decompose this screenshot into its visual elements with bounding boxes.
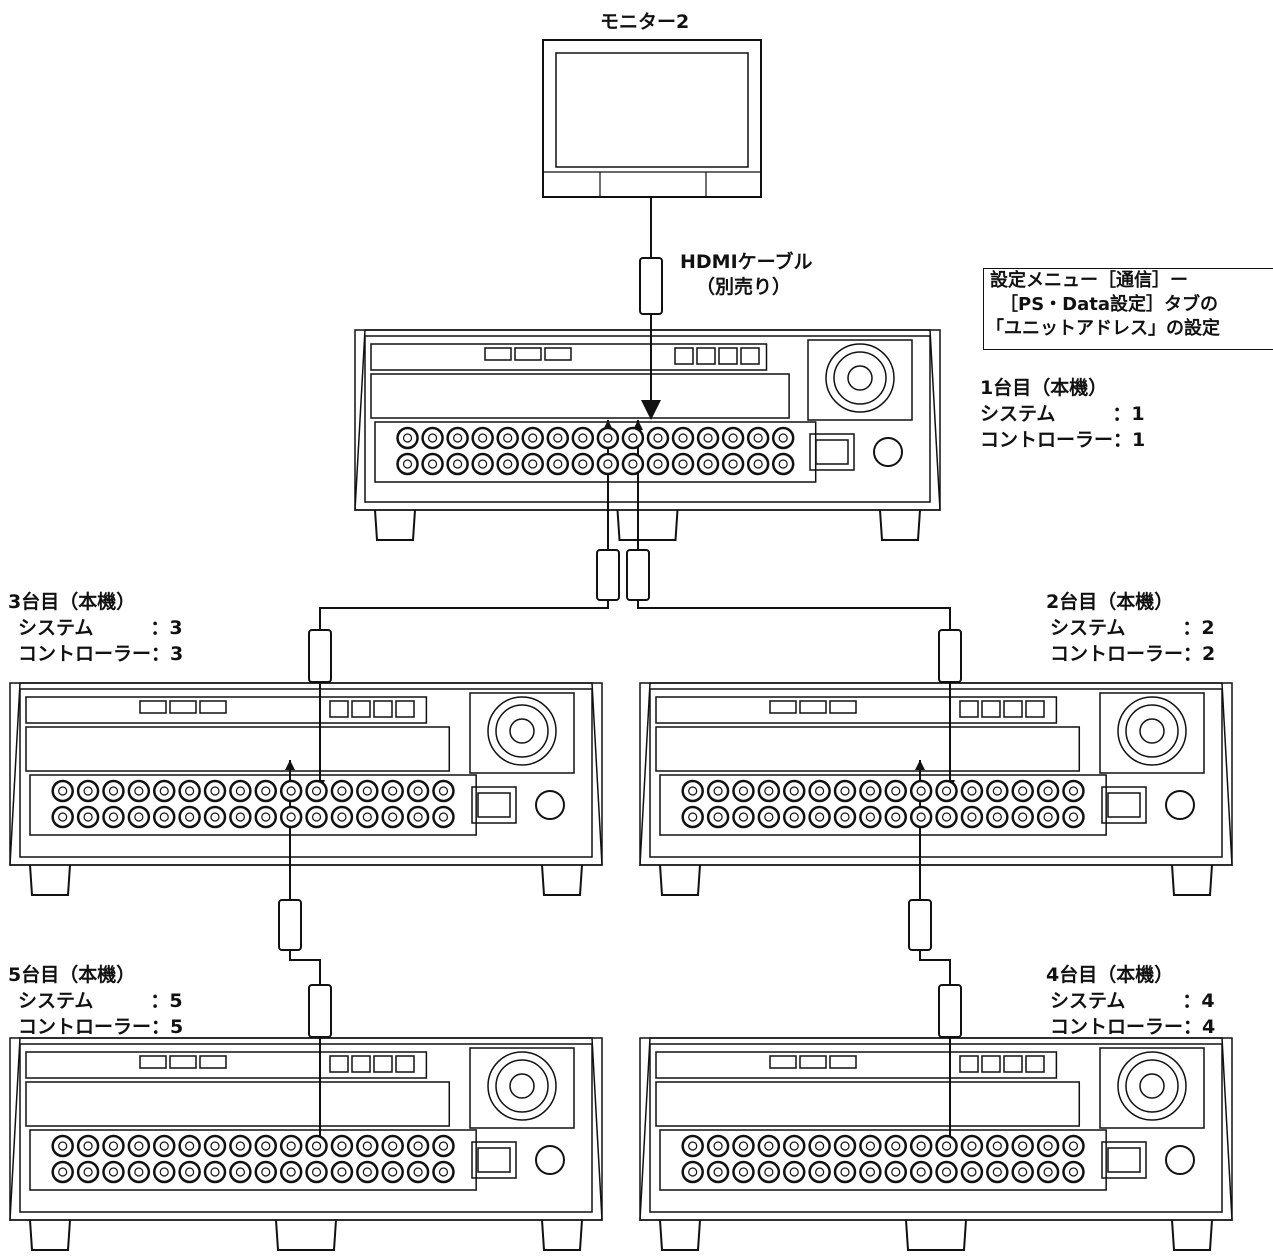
monitor-2 (543, 40, 761, 197)
callout-line-2: ［PS・Data設定］タブの (984, 293, 1273, 317)
unit-5-system: システム ：5 (18, 989, 183, 1013)
recorder-unit-3 (10, 683, 602, 895)
unit-2-controller: コントローラー：2 (1050, 642, 1215, 666)
hdmi-plugs (279, 258, 961, 1037)
unit-4-system: システム ：4 (1050, 989, 1215, 1013)
unit-3-system: システム ：3 (18, 616, 183, 640)
unit-1-controller: コントローラー：1 (980, 428, 1145, 452)
settings-callout: 設定メニュー［通信］ー ［PS・Data設定］タブの 「ユニットアドレス」の設定 (983, 268, 1273, 350)
recorder-unit-1 (355, 330, 940, 540)
monitor-label: モニター2 (600, 10, 689, 34)
callout-line-1: 設定メニュー［通信］ー (984, 269, 1273, 293)
unit-2-system: システム ：2 (1050, 616, 1215, 640)
cable-label-2: （別売り） (696, 275, 791, 299)
cable-label-1: HDMIケーブル (680, 250, 813, 274)
arrow-marks (285, 400, 955, 1152)
unit-3-title: 3台目（本機） (8, 590, 135, 614)
unit-5-title: 5台目（本機） (8, 963, 135, 987)
unit-4-title: 4台目（本機） (1046, 963, 1173, 987)
callout-line-3: 「ユニットアドレス」の設定 (984, 317, 1273, 341)
unit-1-system: システム ：1 (980, 402, 1145, 426)
recorder-unit-5 (10, 1038, 602, 1250)
unit-3-controller: コントローラー：3 (18, 642, 183, 666)
recorder-unit-4 (640, 1038, 1232, 1250)
unit-5-controller: コントローラー：5 (18, 1015, 183, 1039)
unit-4-controller: コントローラー：4 (1050, 1015, 1215, 1039)
recorder-unit-2 (640, 683, 1232, 895)
unit-2-title: 2台目（本機） (1046, 590, 1173, 614)
unit-1-title: 1台目（本機） (980, 376, 1107, 400)
